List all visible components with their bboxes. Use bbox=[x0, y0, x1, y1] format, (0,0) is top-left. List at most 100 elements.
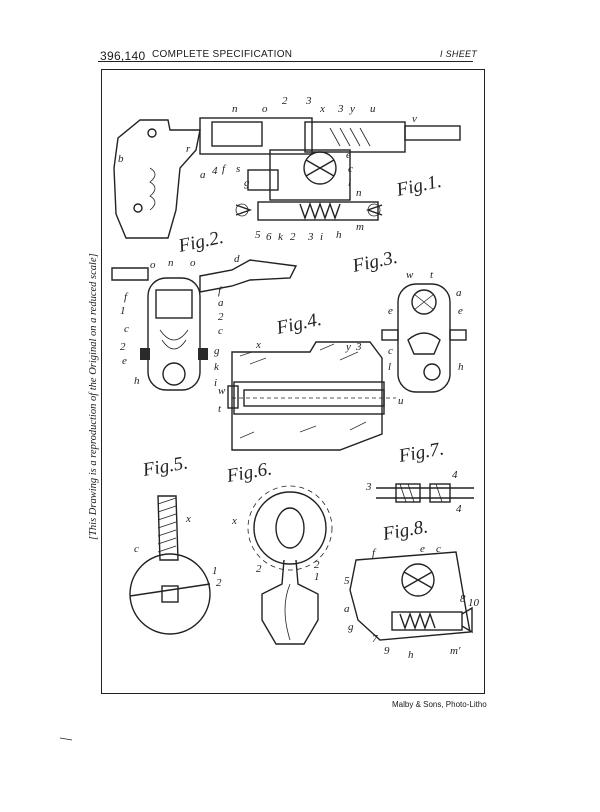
svg-text:c: c bbox=[124, 323, 129, 335]
svg-text:e: e bbox=[122, 355, 127, 367]
svg-text:2: 2 bbox=[290, 231, 296, 243]
svg-text:c: c bbox=[436, 543, 441, 555]
svg-text:f: f bbox=[372, 547, 377, 559]
svg-text:3: 3 bbox=[337, 103, 344, 115]
svg-text:u: u bbox=[398, 395, 404, 407]
svg-text:1: 1 bbox=[314, 571, 320, 583]
fig6-drawing: x 2 2 1 bbox=[231, 485, 333, 645]
svg-text:2: 2 bbox=[314, 559, 320, 571]
svg-text:e: e bbox=[420, 543, 425, 555]
fig8-drawing: f e c 5 a g 7 9 h 8 10 m' bbox=[344, 543, 480, 661]
fig6-label: Fig.6. bbox=[224, 458, 273, 487]
svg-text:t: t bbox=[218, 403, 222, 415]
svg-text:r: r bbox=[186, 143, 191, 155]
svg-text:n: n bbox=[356, 187, 362, 199]
svg-text:c: c bbox=[388, 345, 393, 357]
svg-text:i: i bbox=[320, 231, 323, 243]
svg-text:o: o bbox=[190, 257, 196, 269]
svg-text:10: 10 bbox=[468, 597, 480, 609]
fig4-drawing: x y 3 w t u bbox=[218, 339, 404, 451]
svg-text:a: a bbox=[200, 169, 206, 181]
svg-text:l: l bbox=[388, 361, 391, 373]
printer-credit: Malby & Sons, Photo-Litho bbox=[392, 700, 487, 709]
svg-text:f: f bbox=[222, 163, 227, 175]
svg-text:f: f bbox=[218, 285, 223, 297]
svg-text:g: g bbox=[244, 177, 250, 189]
svg-text:l: l bbox=[348, 177, 351, 189]
svg-text:h: h bbox=[134, 375, 140, 387]
svg-text:3: 3 bbox=[355, 341, 362, 353]
svg-text:i: i bbox=[214, 377, 217, 389]
svg-text:6: 6 bbox=[266, 231, 272, 243]
fig3-label: Fig.3. bbox=[350, 247, 400, 277]
svg-text:m: m bbox=[356, 221, 364, 233]
svg-text:n: n bbox=[232, 103, 238, 115]
fig2-drawing: o n o d f 1 f a 2 c c 2 e g k i h bbox=[111, 253, 298, 391]
spec-title: COMPLETE SPECIFICATION bbox=[152, 49, 293, 60]
fig5-label: Fig.5. bbox=[140, 452, 189, 481]
svg-text:x: x bbox=[255, 339, 261, 351]
header-rule bbox=[98, 61, 473, 62]
svg-text:x: x bbox=[231, 515, 237, 527]
svg-text:d: d bbox=[234, 253, 240, 265]
svg-text:2: 2 bbox=[218, 311, 224, 323]
svg-text:1: 1 bbox=[120, 305, 126, 317]
fig4-label: Fig.4. bbox=[274, 309, 324, 339]
svg-text:a: a bbox=[218, 297, 224, 309]
fig5-drawing: x c 1 2 bbox=[129, 495, 222, 635]
svg-text:w: w bbox=[218, 385, 226, 397]
fig7-drawing: 3 4 4 bbox=[365, 469, 474, 515]
svg-text:e: e bbox=[388, 305, 393, 317]
svg-text:x: x bbox=[185, 513, 191, 525]
fig1-drawing: n o 2 3 x 3 y u v b r a 4 f s g e c l n … bbox=[113, 95, 461, 243]
svg-text:2: 2 bbox=[282, 95, 288, 107]
fig7-label: Fig.7. bbox=[396, 438, 445, 467]
svg-text:k: k bbox=[214, 361, 220, 373]
fig1-label: Fig.1. bbox=[394, 171, 444, 201]
svg-text:5: 5 bbox=[344, 575, 350, 587]
svg-text:m': m' bbox=[450, 645, 461, 657]
svg-text:u: u bbox=[370, 103, 376, 115]
sheet-label: I SHEET bbox=[440, 49, 478, 59]
svg-text:s: s bbox=[236, 163, 240, 175]
svg-text:e: e bbox=[346, 149, 351, 161]
drawing-frame bbox=[101, 69, 485, 694]
svg-text:3: 3 bbox=[305, 95, 312, 107]
svg-text:c: c bbox=[134, 543, 139, 555]
svg-text:2: 2 bbox=[216, 577, 222, 589]
svg-text:w: w bbox=[406, 269, 414, 281]
svg-text:8: 8 bbox=[460, 593, 466, 605]
svg-text:h: h bbox=[336, 229, 342, 241]
svg-text:3: 3 bbox=[365, 481, 372, 493]
svg-text:o: o bbox=[262, 103, 268, 115]
svg-text:f: f bbox=[124, 291, 129, 303]
svg-text:h: h bbox=[408, 649, 414, 661]
stray-mark bbox=[59, 737, 73, 741]
svg-text:y: y bbox=[349, 103, 355, 115]
svg-text:g: g bbox=[214, 345, 220, 357]
svg-text:b: b bbox=[118, 153, 124, 165]
svg-text:9: 9 bbox=[384, 645, 390, 657]
svg-text:4: 4 bbox=[456, 503, 462, 515]
fig2-label: Fig.2. bbox=[176, 227, 226, 257]
svg-text:4: 4 bbox=[452, 469, 458, 481]
patent-number: 396,140 bbox=[100, 49, 146, 63]
svg-text:v: v bbox=[412, 113, 417, 125]
svg-text:5: 5 bbox=[255, 229, 261, 241]
fig8-label: Fig.8. bbox=[380, 516, 429, 545]
fig3-drawing: w t a e e c l h bbox=[381, 269, 467, 393]
svg-text:1: 1 bbox=[212, 565, 218, 577]
svg-text:2: 2 bbox=[120, 341, 126, 353]
svg-text:o: o bbox=[150, 259, 156, 271]
svg-text:7: 7 bbox=[372, 633, 378, 645]
svg-text:t: t bbox=[430, 269, 434, 281]
svg-text:c: c bbox=[348, 163, 353, 175]
svg-text:h: h bbox=[458, 361, 464, 373]
svg-text:4: 4 bbox=[212, 165, 218, 177]
svg-text:a: a bbox=[456, 287, 462, 299]
svg-text:g: g bbox=[348, 621, 354, 633]
svg-text:x: x bbox=[319, 103, 325, 115]
svg-text:y: y bbox=[345, 341, 351, 353]
svg-text:c: c bbox=[218, 325, 223, 337]
